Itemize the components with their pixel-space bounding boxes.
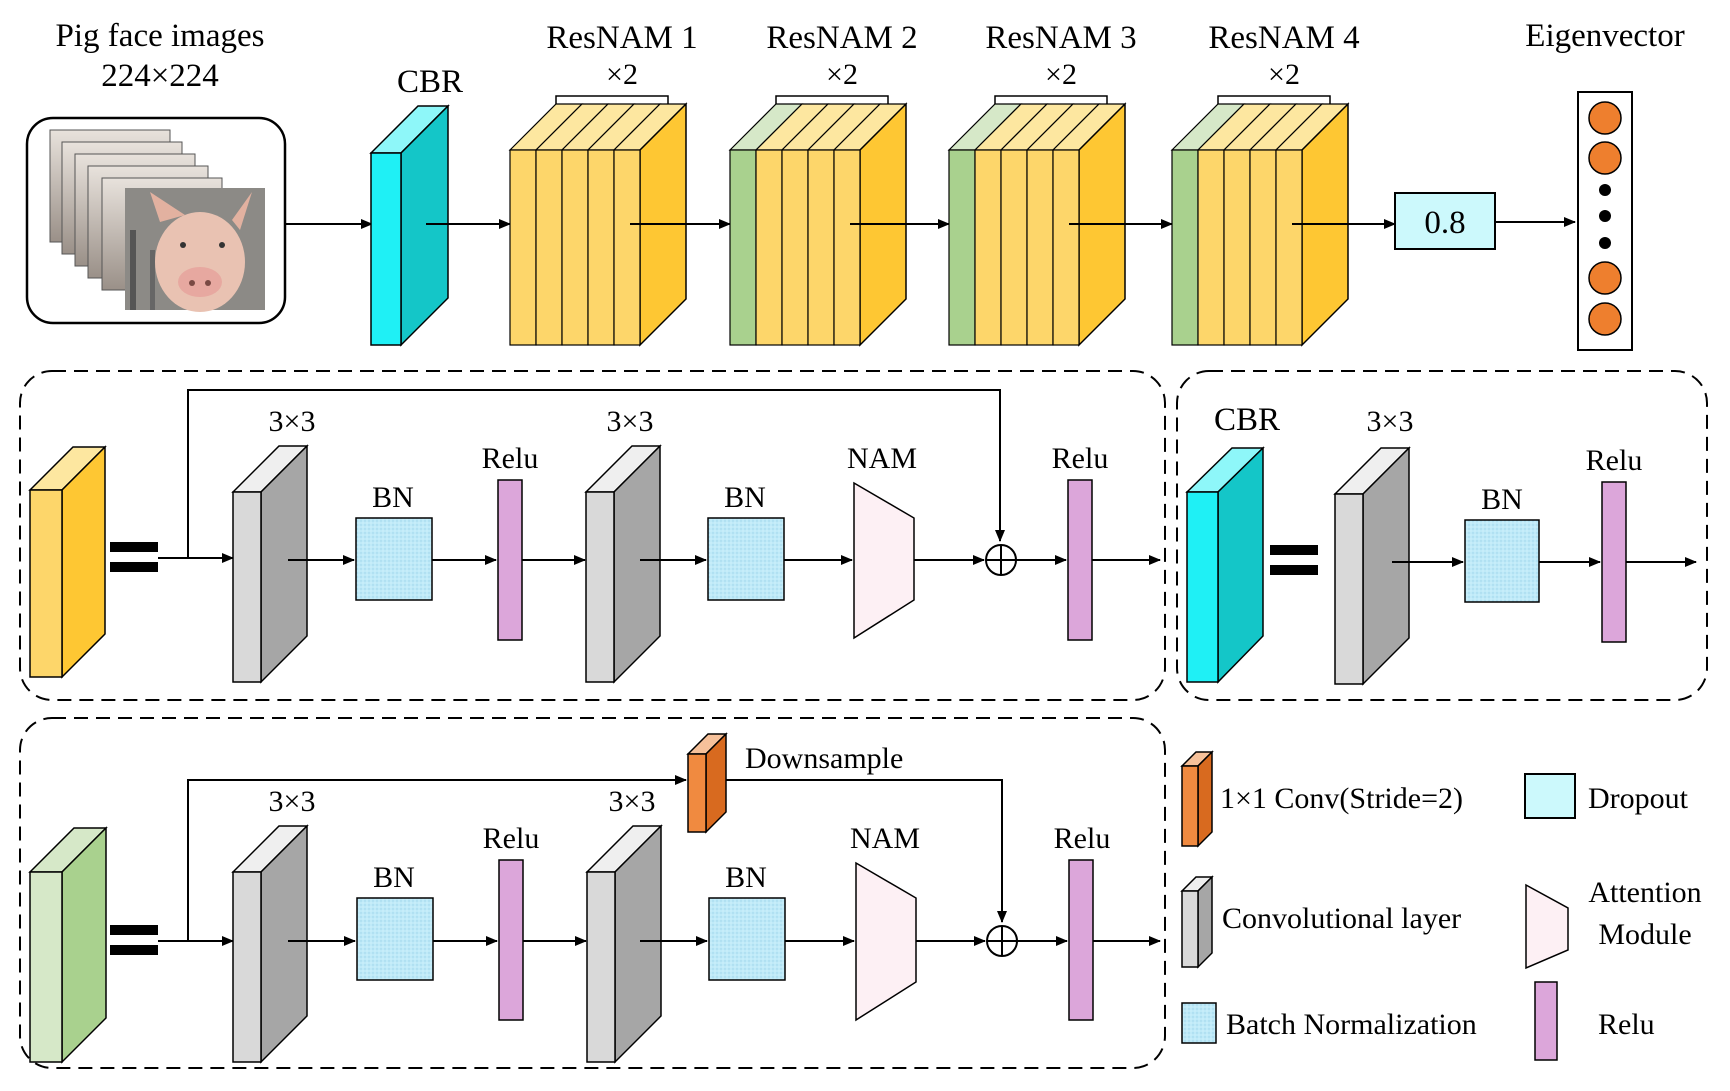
equals-sign <box>110 925 158 955</box>
conv-layer <box>231 444 309 684</box>
conv1-kernel: 3×3 <box>269 785 316 818</box>
input-size: 224×224 <box>101 58 219 94</box>
add-icon <box>986 925 1018 957</box>
batch-norm <box>356 897 434 981</box>
resnam-stage-1: ResNAM 1×2 <box>508 20 731 347</box>
downsample-label: Downsample <box>745 742 903 775</box>
pig-face-images <box>25 116 287 325</box>
relu <box>1067 479 1093 641</box>
stage-name: ResNAM 2 <box>766 20 917 56</box>
legend-conv1x1-label: 1×1 Conv(Stride=2) <box>1220 782 1463 815</box>
batch-norm <box>708 897 786 981</box>
batch-norm <box>355 517 433 601</box>
stage-name: ResNAM 3 <box>985 20 1136 56</box>
conv-layer <box>231 824 309 1064</box>
conv-layer <box>1333 446 1411 686</box>
cbr-label: CBR <box>397 64 463 100</box>
cbr-detail-frame <box>1176 370 1708 701</box>
bn1-label: BN <box>372 481 414 514</box>
relu <box>1601 481 1627 643</box>
legend-dropout-icon <box>1524 773 1576 819</box>
nam-label: NAM <box>847 442 917 475</box>
stage-repeat: ×2 <box>1045 58 1077 91</box>
stage-name: ResNAM 4 <box>1208 20 1359 56</box>
relu <box>497 479 523 641</box>
conv2-kernel: 3×3 <box>607 405 654 438</box>
relu-out-label: Relu <box>1054 822 1111 855</box>
relu <box>498 859 524 1021</box>
legend-relu-icon <box>1534 981 1558 1061</box>
legend-dropout-label: Dropout <box>1588 782 1689 815</box>
legend-conv-layer-label: Convolutional layer <box>1222 902 1461 935</box>
resnam-stage-2: ResNAM 2×2 <box>728 20 950 347</box>
legend: 1×1 Conv(Stride=2) Dropout Convolutional… <box>1180 750 1702 1061</box>
batch-norm <box>1464 519 1540 603</box>
stage-repeat: ×2 <box>606 58 638 91</box>
nam-attention <box>853 481 915 640</box>
conv-layer <box>585 824 663 1064</box>
bn2-label: BN <box>724 481 766 514</box>
cbr-bn-label: BN <box>1481 483 1523 516</box>
stage-repeat: ×2 <box>826 58 858 91</box>
nam-attention <box>855 861 917 1022</box>
relu1-label: Relu <box>483 822 540 855</box>
cbr-relu-label: Relu <box>1586 444 1643 477</box>
eigenvector <box>1577 91 1633 351</box>
legend-batchnorm-icon <box>1181 1002 1217 1044</box>
cbr-block <box>369 104 450 347</box>
nam-label: NAM <box>850 822 920 855</box>
identity-block-frame <box>19 370 1166 701</box>
stage-repeat: ×2 <box>1268 58 1300 91</box>
identity-block-icon <box>28 445 107 679</box>
batch-norm <box>707 517 785 601</box>
resnam-stage-4: ResNAM 4×2 <box>1170 20 1396 347</box>
dropout-box: 0.8 <box>1394 192 1496 250</box>
downsample-block-frame <box>19 717 1166 1069</box>
stage-name: ResNAM 1 <box>546 20 697 56</box>
legend-attention-line2: Module <box>1598 918 1691 951</box>
dropout-value: 0.8 <box>1424 205 1465 241</box>
relu1-label: Relu <box>482 442 539 475</box>
legend-attention-icon <box>1525 883 1569 970</box>
resnam-stage-3: ResNAM 3×2 <box>947 20 1173 347</box>
equals-sign <box>1270 545 1318 575</box>
bn2-label: BN <box>725 861 767 894</box>
conv1x1-downsample <box>686 732 728 834</box>
bn1-label: BN <box>373 861 415 894</box>
conv1-kernel: 3×3 <box>269 405 316 438</box>
legend-batchnorm-label: Batch Normalization <box>1226 1008 1477 1041</box>
relu <box>1068 859 1094 1021</box>
legend-attention-line1: Attention <box>1588 876 1701 909</box>
eigenvector-title: Eigenvector <box>1525 18 1684 54</box>
cbr-block <box>1185 446 1265 684</box>
cbr-conv-kernel: 3×3 <box>1367 405 1414 438</box>
downsample-block-icon <box>28 826 108 1064</box>
conv2-kernel: 3×3 <box>609 785 656 818</box>
legend-relu-label: Relu <box>1598 1008 1655 1041</box>
add-icon <box>985 544 1017 576</box>
conv-layer <box>584 444 662 684</box>
relu-out-label: Relu <box>1052 442 1109 475</box>
legend-conv1x1-icon <box>1180 750 1214 848</box>
legend-conv-layer-icon <box>1180 875 1214 969</box>
equals-sign <box>110 542 158 572</box>
cbr-detail-title: CBR <box>1214 402 1280 438</box>
input-title: Pig face images <box>56 18 265 54</box>
